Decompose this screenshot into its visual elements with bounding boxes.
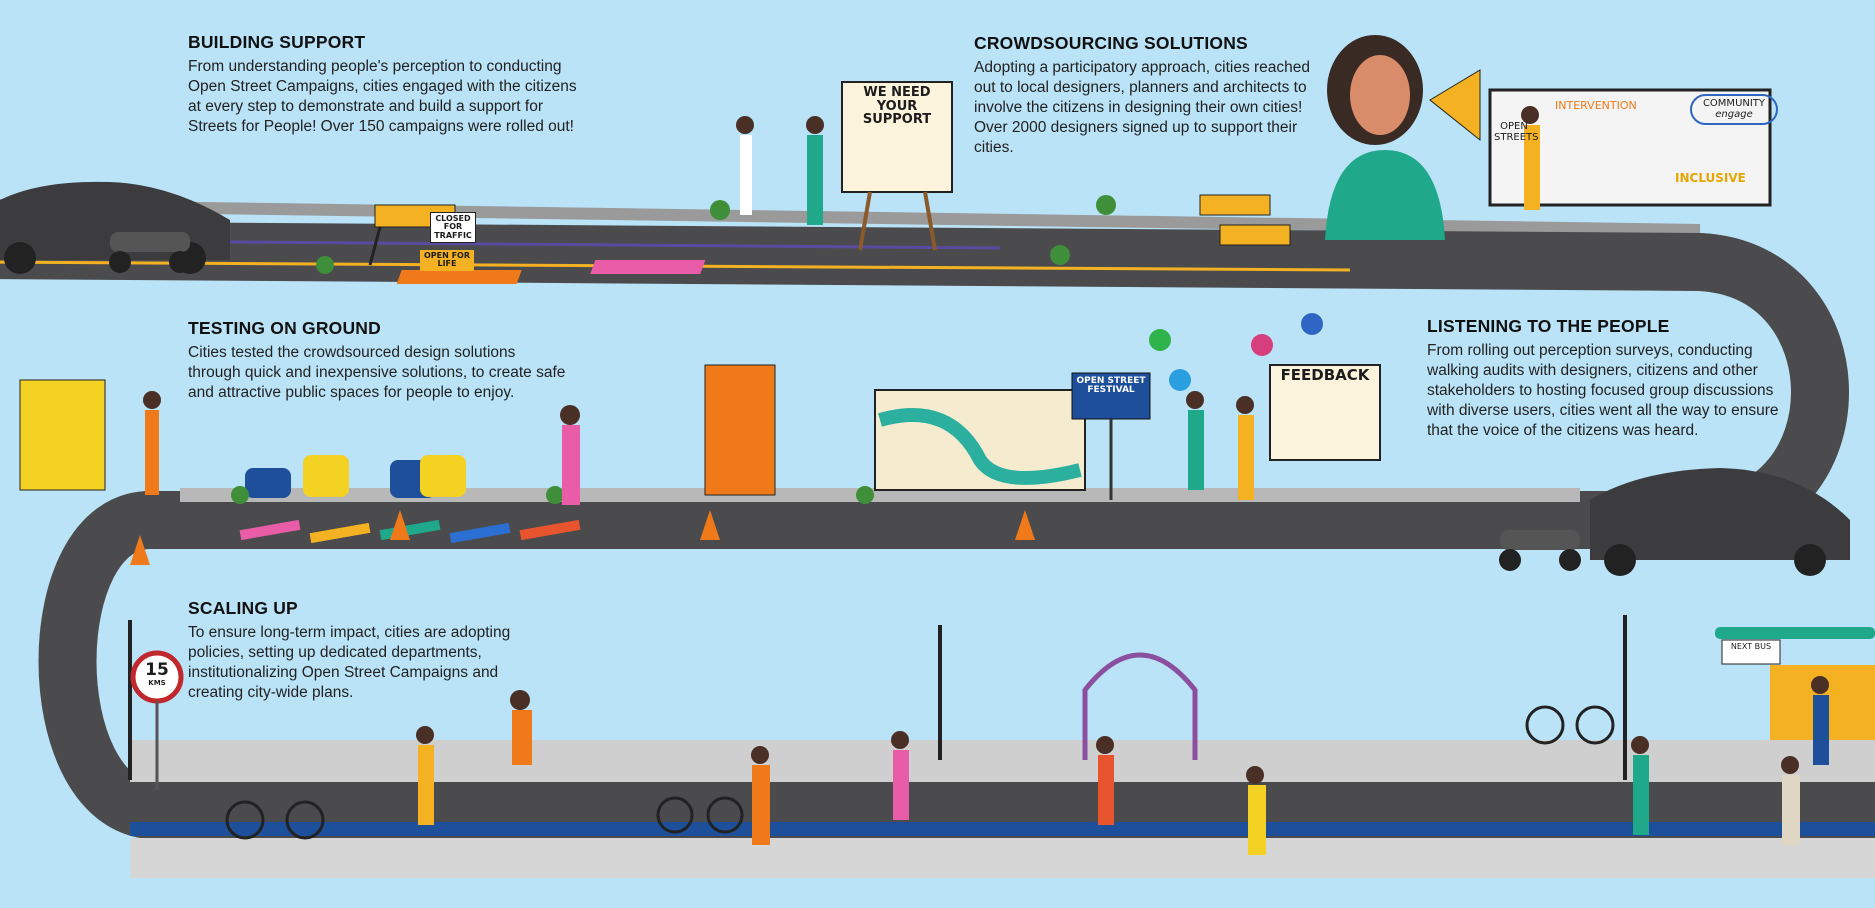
yoga-mat — [396, 270, 522, 284]
section-scaling-up: SCALING UP To ensure long-term impact, c… — [188, 598, 538, 703]
intervention-label: INTERVENTION — [1555, 99, 1637, 112]
bus-stop-roof — [1715, 627, 1875, 639]
next-bus-display — [1721, 639, 1781, 665]
scooter-icon — [1499, 530, 1581, 571]
food-stall — [704, 364, 776, 496]
speed-limit-unit: KMS — [148, 678, 166, 687]
community-text: COMMUNITY — [1702, 98, 1766, 109]
open-for-life-sign: OPEN FOR LIFE — [420, 250, 474, 271]
festival-sign-text: OPEN STREET FESTIVAL — [1076, 376, 1146, 396]
people-figures — [143, 106, 1829, 855]
inclusive-label: INCLUSIVE — [1675, 171, 1746, 185]
cycle-track — [130, 822, 1875, 836]
speed-limit-text: 15 KMS — [137, 660, 177, 687]
traffic-cone-icon — [130, 510, 1035, 565]
bottom-sidewalk-2 — [130, 838, 1875, 878]
section-body: Cities tested the crowdsourced design so… — [188, 344, 566, 401]
community-bubble: COMMUNITY engage — [1690, 94, 1778, 125]
cyclist-icon — [225, 705, 1615, 840]
section-title: BUILDING SUPPORT — [188, 32, 366, 52]
next-bus-text: NEXT BUS — [1730, 642, 1772, 651]
garden-arch — [1082, 652, 1198, 760]
festival-sign — [1071, 372, 1151, 420]
instagram-icon — [1251, 334, 1273, 356]
scooter-icon — [109, 232, 191, 273]
bottom-sidewalk — [130, 740, 1875, 782]
section-testing-on-ground: TESTING ON GROUND Cities tested the crow… — [188, 318, 568, 403]
section-body: Adopting a participatory approach, citie… — [974, 59, 1311, 156]
tyre-seating — [245, 455, 466, 498]
speed-limit-value: 15 — [145, 660, 169, 680]
car-icon — [1590, 468, 1850, 576]
section-title: SCALING UP — [188, 598, 298, 618]
food-stall — [19, 379, 106, 491]
section-body: From understanding people's perception t… — [188, 58, 577, 135]
feedback-title: FEEDBACK — [1280, 366, 1370, 384]
section-title: CROWDSOURCING SOLUTIONS — [974, 33, 1248, 53]
section-building-support: BUILDING SUPPORT From understanding peop… — [188, 32, 588, 137]
section-title: LISTENING TO THE PEOPLE — [1427, 316, 1670, 336]
engage-text: engage — [1715, 108, 1753, 120]
street-lamp-icon — [128, 615, 1627, 780]
section-crowdsourcing-solutions: CROWDSOURCING SOLUTIONS Adopting a parti… — [974, 33, 1329, 158]
closed-for-traffic-sign: CLOSED FOR TRAFFIC — [430, 212, 476, 244]
potted-plant-icon — [231, 195, 1116, 504]
facebook-icon — [1301, 313, 1323, 335]
support-board — [841, 81, 953, 193]
feedback-board — [1269, 364, 1381, 461]
section-body: To ensure long-term impact, cities are a… — [188, 624, 511, 701]
whatsapp-icon — [1149, 329, 1171, 351]
open-streets-label: OPEN STREETS — [1494, 121, 1539, 143]
middle-sidewalk — [180, 488, 1580, 502]
yoga-mat — [590, 260, 706, 274]
section-listening-to-the-people: LISTENING TO THE PEOPLE From rolling out… — [1427, 316, 1787, 441]
support-board-text: WE NEED YOUR SUPPORT — [862, 85, 932, 128]
barricade-icon — [1199, 194, 1291, 246]
woman-with-megaphone — [1325, 35, 1481, 240]
twitter-icon — [1169, 369, 1191, 391]
section-title: TESTING ON GROUND — [188, 318, 381, 338]
section-body: From rolling out perception surveys, con… — [1427, 342, 1779, 439]
